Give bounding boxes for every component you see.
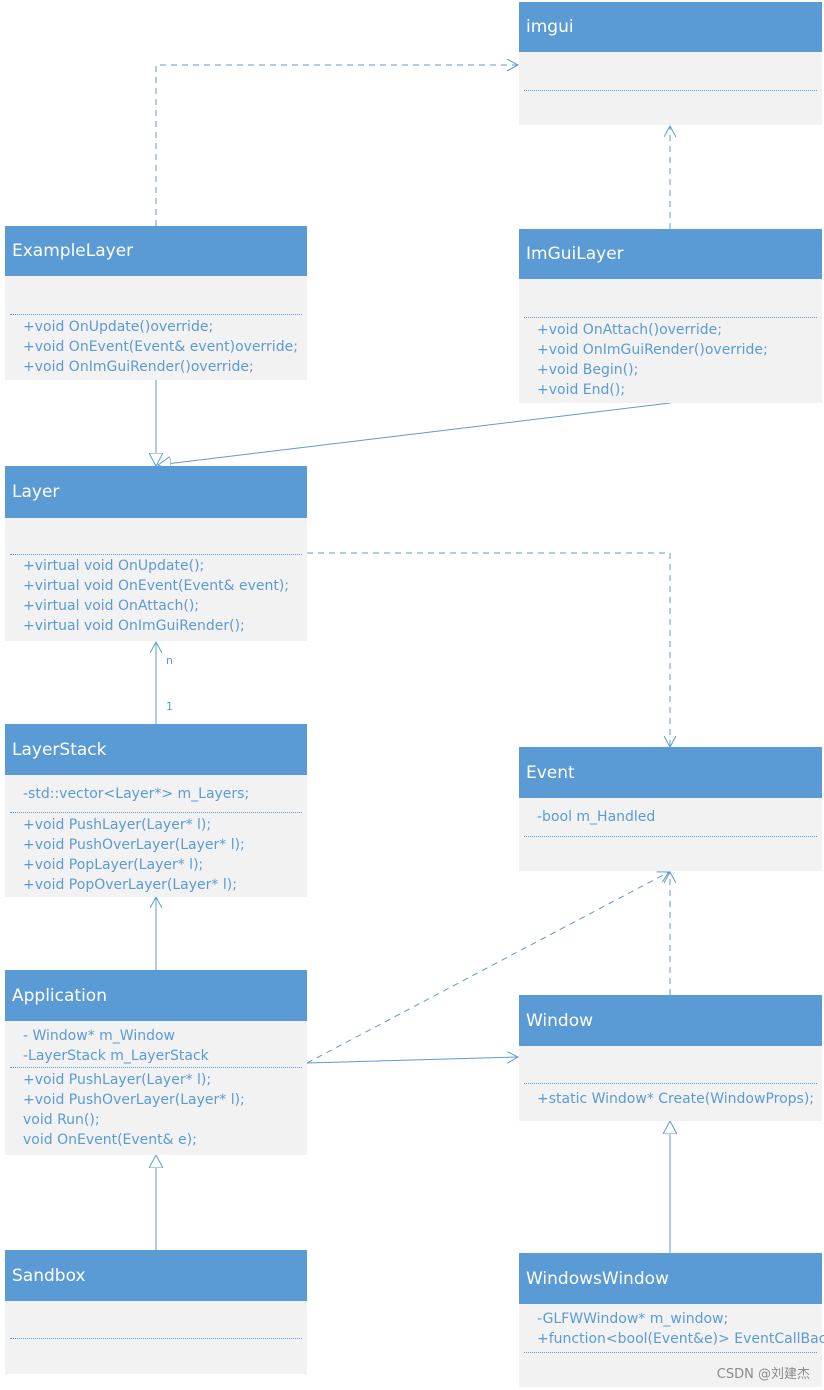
class-layerstack[interactable]: LayerStack -std::vector<Layer*> m_Layers… [5,724,307,897]
method: +void OnImGuiRender()override; [537,342,768,358]
class-imguilayer[interactable]: ImGuiLayer +void OnAttach()override; +vo… [519,229,822,403]
class-application-methods: +void PushLayer(Layer* l); +void PushOve… [10,1067,302,1150]
method: +void PushOverLayer(Layer* l); [23,837,245,853]
watermark: CSDN @刘建杰 [716,1367,810,1382]
method: +void PopOverLayer(Layer* l); [23,877,237,893]
attribute: - Window* m_Window [23,1028,175,1044]
multiplicity-n: n [166,654,173,667]
attribute: -GLFWWindow* m_window; [537,1311,729,1327]
class-layer[interactable]: Layer +virtual void OnUpdate(); +virtual… [5,466,307,641]
class-imguilayer-methods: +void OnAttach()override; +void OnImGuiR… [524,317,817,400]
class-imgui-attributes [519,52,822,90]
method: +void OnAttach()override; [537,322,722,338]
method: +void OnImGuiRender()override; [23,359,254,375]
class-layerstack-methods: +void PushLayer(Layer* l); +void PushOve… [10,812,302,895]
class-windowswindow-methods [524,1352,817,1386]
method: +virtual void OnImGuiRender(); [23,618,245,634]
class-event-name: Event [519,747,822,798]
method: +void PushLayer(Layer* l); [23,817,212,833]
class-window-attributes [519,1046,822,1083]
class-windowswindow-name: WindowsWindow [519,1253,822,1304]
class-imgui-methods [524,90,817,125]
class-event-methods [524,836,817,869]
class-window-name: Window [519,995,822,1046]
assoc-application-window [306,1057,518,1064]
class-imgui-name: imgui [519,2,822,52]
class-layer-name: Layer [5,466,307,518]
class-application[interactable]: Application - Window* m_Window -LayerSta… [5,970,307,1155]
class-layerstack-attributes: -std::vector<Layer*> m_Layers; [5,775,307,812]
attribute: -std::vector<Layer*> m_Layers; [23,786,250,802]
method: +virtual void OnEvent(Event& event); [23,578,290,594]
method: +virtual void OnUpdate(); [23,558,205,574]
class-imgui[interactable]: imgui [519,2,822,125]
class-layer-attributes [5,518,307,554]
class-window-methods: +static Window* Create(WindowProps); [524,1083,817,1109]
method: +static Window* Create(WindowProps); [537,1091,815,1107]
method: +void OnEvent(Event& event)override; [23,339,298,355]
class-examplelayer-attributes [5,276,307,314]
method: +void PushLayer(Layer* l); [23,1072,212,1088]
attribute: -bool m_Handled [537,809,656,825]
method: void OnEvent(Event& e); [23,1132,197,1148]
class-examplelayer-name: ExampleLayer [5,226,307,276]
class-window[interactable]: Window +static Window* Create(WindowProp… [519,995,822,1121]
inherit-imguilayer-layer [158,402,671,465]
class-windowswindow-attributes: -GLFWWindow* m_window; +function<bool(Ev… [519,1304,824,1352]
class-sandbox-attributes [5,1301,307,1338]
method: +virtual void OnAttach(); [23,598,200,614]
class-examplelayer-methods: +void OnUpdate()override; +void OnEvent(… [10,314,302,377]
class-imguilayer-name: ImGuiLayer [519,229,822,279]
class-event-attributes: -bool m_Handled [519,798,822,836]
multiplicity-one: 1 [166,700,173,713]
method: +void PushOverLayer(Layer* l); [23,1092,245,1108]
method: +void Begin(); [537,362,639,378]
class-application-name: Application [5,970,307,1021]
class-layer-methods: +virtual void OnUpdate(); +virtual void … [10,554,302,636]
method: +void PopLayer(Layer* l); [23,857,204,873]
attribute: +function<bool(Event&e)> EventCallBack [537,1331,824,1347]
attribute: -LayerStack m_LayerStack [23,1048,209,1064]
class-event[interactable]: Event -bool m_Handled [519,747,822,871]
class-sandbox[interactable]: Sandbox [5,1250,307,1374]
class-windowswindow[interactable]: WindowsWindow -GLFWWindow* m_window; +fu… [519,1253,824,1387]
dep-layer-event [307,552,670,747]
class-sandbox-name: Sandbox [5,1250,307,1301]
class-application-attributes: - Window* m_Window -LayerStack m_LayerSt… [5,1021,307,1067]
class-sandbox-methods [10,1338,302,1373]
method: +void End(); [537,382,626,398]
dep-examplelayer-imgui [155,65,518,226]
method: void Run(); [23,1112,100,1128]
class-examplelayer[interactable]: ExampleLayer +void OnUpdate()override; +… [5,226,307,380]
class-layerstack-name: LayerStack [5,724,307,775]
class-imguilayer-attributes [519,279,822,317]
method: +void OnUpdate()override; [23,319,214,335]
